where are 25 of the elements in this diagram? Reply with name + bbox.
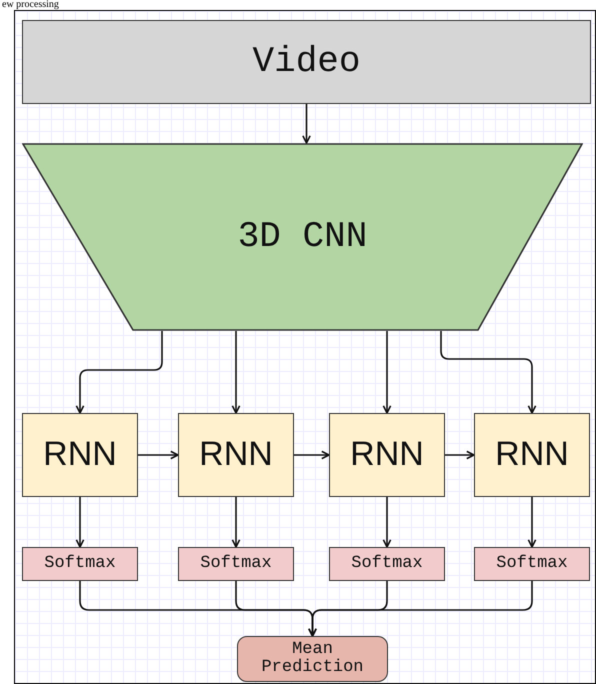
process-box: RNN	[329, 413, 445, 497]
arrow	[294, 450, 330, 460]
trapezoid-block: 3D CNN	[22, 143, 583, 331]
arrow	[138, 450, 179, 460]
arrow	[232, 497, 240, 548]
arrow	[528, 497, 536, 548]
output-box: Mean Prediction	[237, 636, 388, 682]
process-box: RNN	[22, 413, 138, 497]
arrow	[382, 331, 392, 414]
arrow	[440, 331, 536, 414]
cropped-heading-text: ew processing	[2, 0, 59, 10]
arrow	[445, 450, 475, 460]
arrow	[232, 331, 240, 414]
arrow	[382, 497, 392, 548]
arrow	[76, 497, 84, 548]
process-box: Softmax	[22, 547, 138, 581]
process-box: RNN	[178, 413, 294, 497]
process-box: RNN	[474, 413, 590, 497]
process-box: Softmax	[474, 547, 590, 581]
arrow	[308, 581, 533, 637]
arrow	[302, 104, 311, 144]
input-box: Video	[22, 20, 591, 104]
arrow	[76, 331, 163, 414]
process-box: Softmax	[178, 547, 294, 581]
process-box: Softmax	[329, 547, 445, 581]
